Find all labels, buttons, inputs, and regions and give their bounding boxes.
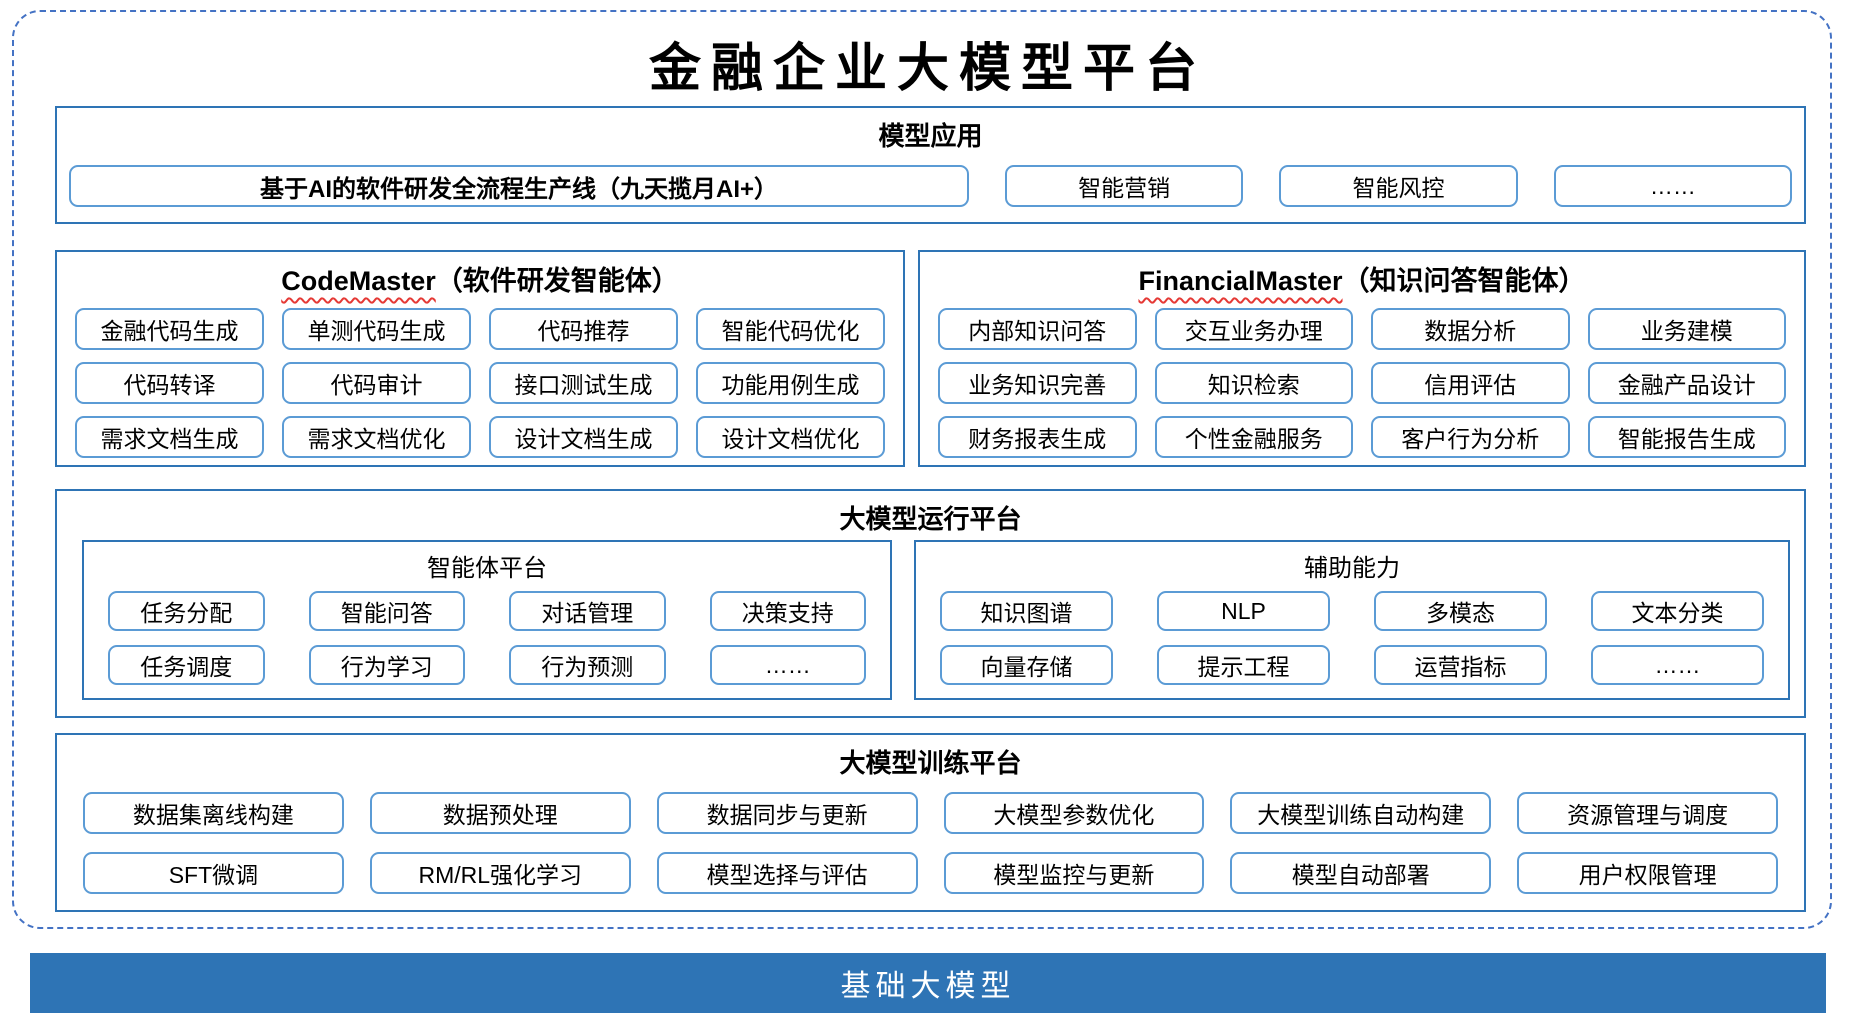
capability-box: 对话管理: [509, 591, 666, 631]
capability-box: ……: [1591, 645, 1764, 685]
foundation-model-bar: 基础大模型: [30, 953, 1826, 1013]
capability-box: 智能代码优化: [696, 308, 885, 350]
section-model-application: 模型应用 基于AI的软件研发全流程生产线（九天揽月AI+） 智能营销 智能风控 …: [55, 106, 1806, 224]
capability-box: 文本分类: [1591, 591, 1764, 631]
capability-box: NLP: [1157, 591, 1330, 631]
capability-box: 行为学习: [308, 645, 465, 685]
capability-box: 信用评估: [1371, 362, 1570, 404]
app-box-ellipsis: ……: [1553, 165, 1792, 207]
capability-box: 模型监控与更新: [943, 852, 1205, 894]
capability-box: 业务知识完善: [938, 362, 1137, 404]
capability-box: 金融产品设计: [1587, 362, 1786, 404]
capability-box: 向量存储: [940, 645, 1113, 685]
outer-dashed-frame: [12, 10, 1832, 929]
capability-box: 大模型训练自动构建: [1230, 792, 1492, 834]
section-runtime-platform: 大模型运行平台 智能体平台 任务分配 智能问答 对话管理 决策支持 任务调度 行…: [55, 489, 1806, 718]
capability-box: 代码转译: [75, 362, 264, 404]
agent-platform-header: 智能体平台: [427, 555, 547, 582]
capability-box: 模型自动部署: [1230, 852, 1492, 894]
app-box-marketing: 智能营销: [1005, 165, 1244, 207]
capability-box: 决策支持: [709, 591, 866, 631]
capability-box: 客户行为分析: [1371, 416, 1570, 458]
capability-box: 金融代码生成: [75, 308, 264, 350]
capability-box: 接口测试生成: [489, 362, 678, 404]
capability-box: 任务调度: [108, 645, 265, 685]
capability-box: 代码审计: [282, 362, 471, 404]
capability-box: 多模态: [1374, 591, 1547, 631]
app-box-risk-control: 智能风控: [1279, 165, 1518, 207]
capability-box: 智能报告生成: [1587, 416, 1786, 458]
capability-box: 设计文档优化: [696, 416, 885, 458]
capability-box: 设计文档生成: [489, 416, 678, 458]
capability-box: ……: [709, 645, 866, 685]
training-platform-header: 大模型训练平台: [839, 748, 1022, 778]
capability-box: 功能用例生成: [696, 362, 885, 404]
capability-box: 需求文档优化: [282, 416, 471, 458]
capability-box: 数据预处理: [369, 792, 631, 834]
capability-box: 数据集离线构建: [83, 792, 344, 834]
capability-box: 数据分析: [1371, 308, 1570, 350]
capability-box: 行为预测: [509, 645, 666, 685]
codemaster-header-zh: （软件研发智能体）: [435, 266, 679, 296]
capability-box: 提示工程: [1157, 645, 1330, 685]
capability-box: 内部知识问答: [938, 308, 1137, 350]
capability-box: 交互业务办理: [1154, 308, 1353, 350]
page-title: 金融企业大模型平台: [648, 38, 1207, 99]
capability-box: 知识图谱: [940, 591, 1113, 631]
capability-box: 大模型参数优化: [943, 792, 1205, 834]
aux-ability-header: 辅助能力: [1304, 555, 1400, 582]
codemaster-header-en: CodeMaster: [281, 266, 436, 296]
runtime-platform-header: 大模型运行平台: [839, 504, 1022, 534]
section-training-platform: 大模型训练平台 数据集离线构建 数据预处理 数据同步与更新 大模型参数优化 大模…: [55, 733, 1806, 912]
capability-box: 个性金融服务: [1154, 416, 1353, 458]
capability-box: 资源管理与调度: [1517, 792, 1778, 834]
codemaster-header: CodeMaster（软件研发智能体）: [57, 259, 903, 298]
agent-platform-grid: 任务分配 智能问答 对话管理 决策支持 任务调度 行为学习 行为预测 ……: [84, 583, 890, 685]
codemaster-grid: 金融代码生成 单测代码生成 代码推荐 智能代码优化 代码转译 代码审计 接口测试…: [57, 298, 903, 458]
capability-box: 模型选择与评估: [656, 852, 918, 894]
app-box-ai-pipeline: 基于AI的软件研发全流程生产线（九天揽月AI+）: [69, 165, 969, 207]
capability-box: 单测代码生成: [282, 308, 471, 350]
aux-ability-grid: 知识图谱 NLP 多模态 文本分类 向量存储 提示工程 运营指标 ……: [916, 583, 1788, 685]
model-application-header: 模型应用: [878, 121, 983, 151]
financialmaster-grid: 内部知识问答 交互业务办理 数据分析 业务建模 业务知识完善 知识检索 信用评估…: [920, 298, 1804, 458]
capability-box: 财务报表生成: [938, 416, 1137, 458]
subsection-aux-ability: 辅助能力 知识图谱 NLP 多模态 文本分类 向量存储 提示工程 运营指标 ……: [914, 540, 1790, 700]
section-codemaster: CodeMaster（软件研发智能体） 金融代码生成 单测代码生成 代码推荐 智…: [55, 250, 905, 467]
capability-box: 运营指标: [1374, 645, 1547, 685]
subsection-agent-platform: 智能体平台 任务分配 智能问答 对话管理 决策支持 任务调度 行为学习 行为预测…: [82, 540, 892, 700]
capability-box: 任务分配: [108, 591, 265, 631]
model-application-row: 基于AI的软件研发全流程生产线（九天揽月AI+） 智能营销 智能风控 ……: [57, 165, 1804, 207]
capability-box: 代码推荐: [489, 308, 678, 350]
capability-box: SFT微调: [83, 852, 344, 894]
capability-box: 智能问答: [308, 591, 465, 631]
financialmaster-header-zh: （知识问答智能体）: [1342, 266, 1586, 296]
capability-box: 业务建模: [1587, 308, 1786, 350]
financialmaster-header-en: FinancialMaster: [1138, 266, 1343, 296]
training-platform-grid: 数据集离线构建 数据预处理 数据同步与更新 大模型参数优化 大模型训练自动构建 …: [57, 780, 1804, 894]
capability-box: RM/RL强化学习: [369, 852, 631, 894]
capability-box: 需求文档生成: [75, 416, 264, 458]
capability-box: 数据同步与更新: [656, 792, 918, 834]
section-financialmaster: FinancialMaster（知识问答智能体） 内部知识问答 交互业务办理 数…: [918, 250, 1806, 467]
capability-box: 用户权限管理: [1517, 852, 1778, 894]
financialmaster-header: FinancialMaster（知识问答智能体）: [920, 259, 1804, 298]
capability-box: 知识检索: [1154, 362, 1353, 404]
